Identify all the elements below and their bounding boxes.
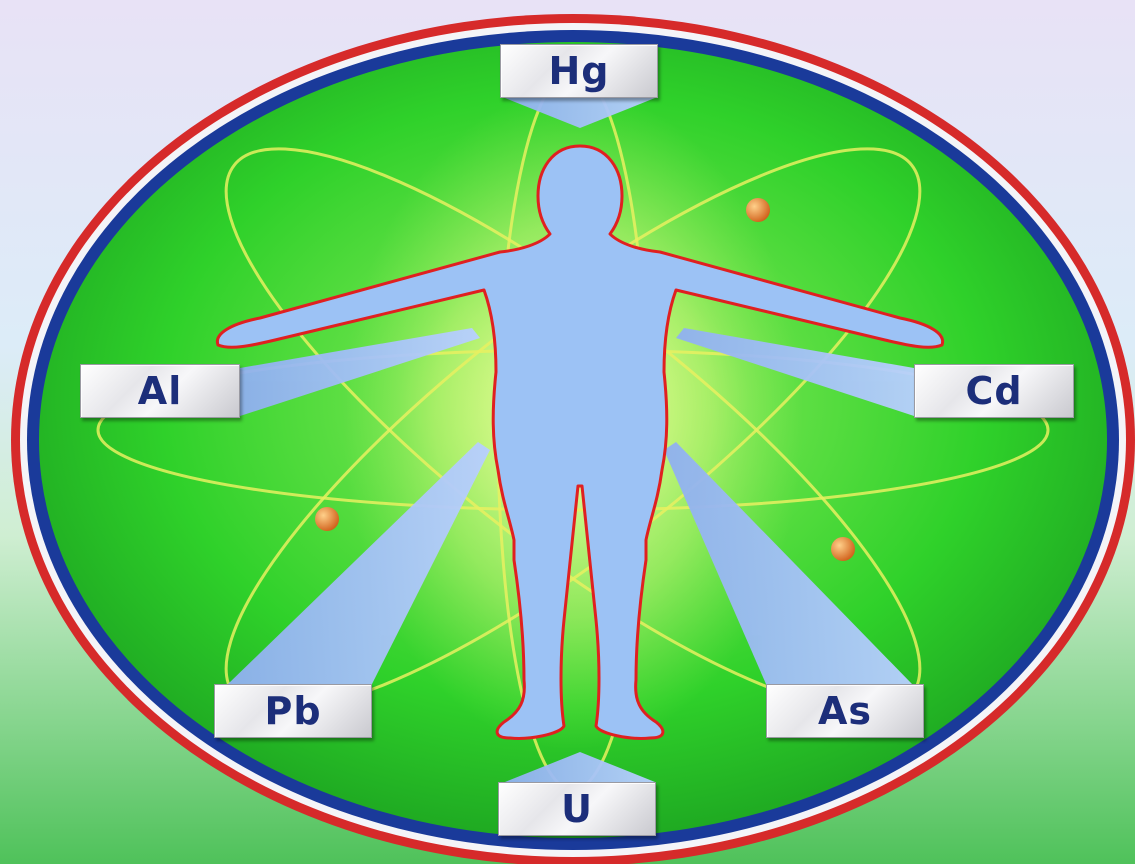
electron-dot [746,198,770,222]
element-label-al: Al [80,364,240,418]
electron-dot [831,537,855,561]
element-symbol-u: U [561,787,593,831]
element-symbol-pb: Pb [264,689,321,733]
element-label-pb: Pb [214,684,372,738]
element-symbol-as: As [818,689,872,733]
element-symbol-hg: Hg [548,49,609,93]
element-label-u: U [498,782,656,836]
element-label-cd: Cd [914,364,1074,418]
element-symbol-cd: Cd [965,369,1022,413]
electron-dot [315,507,339,531]
element-symbol-al: Al [138,369,182,413]
element-label-as: As [766,684,924,738]
element-label-hg: Hg [500,44,658,98]
